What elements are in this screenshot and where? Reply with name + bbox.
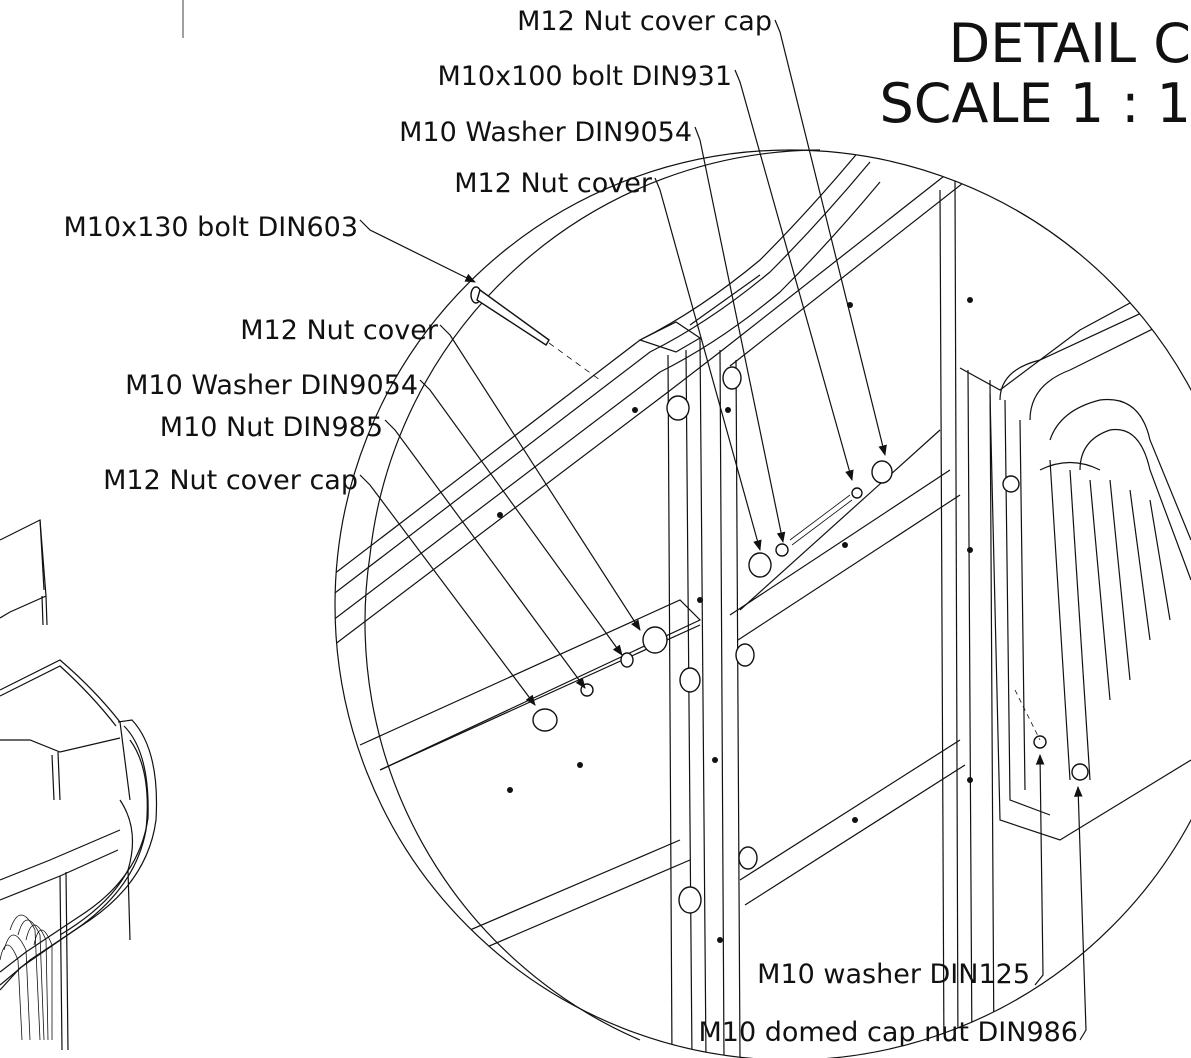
callout-label: M12 Nut cover cap xyxy=(103,465,358,496)
callout-label: M10 Washer DIN9054 xyxy=(399,117,692,148)
callout-label: M10x130 bolt DIN603 xyxy=(63,212,358,243)
detail-c-view xyxy=(334,149,1191,1058)
callout-label: M10x100 bolt DIN931 xyxy=(437,61,732,92)
callout-label: M10 domed cap nut DIN986 xyxy=(698,1017,1078,1048)
callout-label: M10 Washer DIN9054 xyxy=(125,370,418,401)
hardware-parts xyxy=(470,286,1089,781)
callout-label: M10 washer DIN125 xyxy=(757,959,1030,990)
callout-label: M12 Nut cover xyxy=(240,315,439,346)
leader-lines xyxy=(359,19,1087,1041)
detail-scale: SCALE 1 : 1 xyxy=(879,72,1191,135)
callout-label: M12 Nut cover xyxy=(454,168,653,199)
detail-title: DETAIL C xyxy=(949,12,1191,75)
callout-label: M12 Nut cover cap xyxy=(517,6,772,37)
overview-railing xyxy=(0,519,158,1051)
callout-label: M10 Nut DIN985 xyxy=(160,412,383,443)
